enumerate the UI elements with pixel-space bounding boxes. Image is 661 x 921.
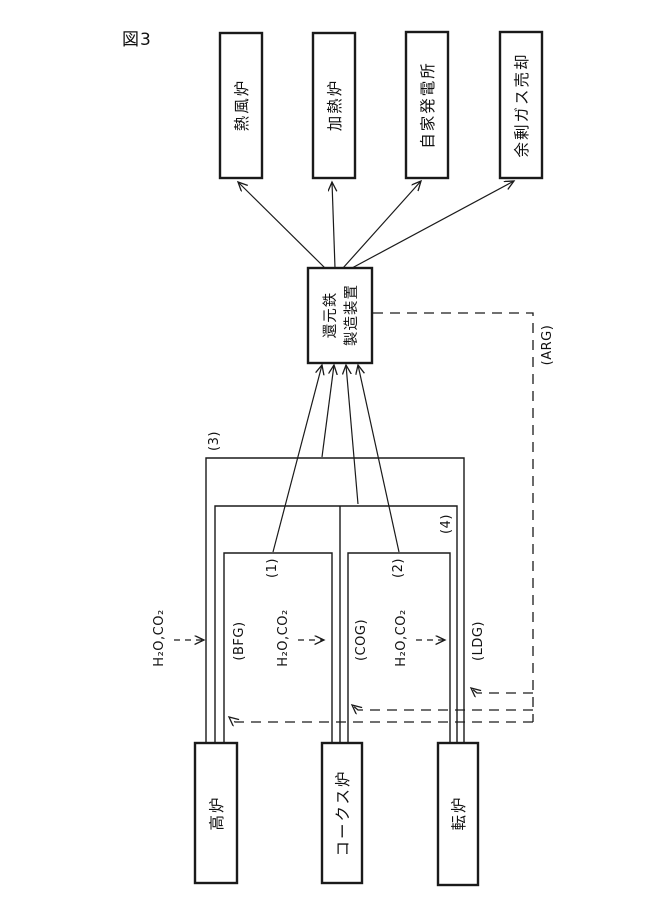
arrow-to-gas-sale [351,181,514,269]
arg-label: (ARG) [540,325,555,366]
reduced-iron-device-box [306,266,374,365]
arg-branch-blast-furnace [229,717,533,722]
captive-power-plant-label: 自家発電所 [419,61,437,149]
blast-furnace-label: 高炉 [208,795,226,830]
converter-box [436,741,480,887]
arg-recycle-line [229,312,534,722]
arg-branch-coke-oven [352,705,533,710]
arg-branch-converter [471,688,533,693]
device-output-arrows [238,181,514,269]
gas-line-1 [223,552,333,743]
arrow-line2-to-device [358,365,400,553]
line4-number-label: (4) [439,514,454,534]
device-input-arrows [272,365,400,553]
arrow-to-hot-blast-stove [238,182,326,269]
hot-blast-stove-label: 熱風炉 [233,79,251,132]
arg-main-path [373,312,534,722]
coke-oven-box [320,741,364,885]
line1-number-label: (1) [265,558,280,578]
heating-furnace-box [311,31,357,180]
line2-number-label: (2) [391,558,406,578]
bfg-label: (BFG) [232,621,247,660]
heating-furnace-label: 加熱炉 [326,79,344,132]
cog-label: (COG) [354,619,369,661]
surplus-gas-sale-label: 余剰ガス売却 [512,52,531,157]
line3-number-label: (3) [207,431,222,451]
arrow-line1-to-device [272,365,322,553]
h2o-co2-label-1: H₂O,CO₂ [152,609,167,666]
ldg-label: (LDG) [471,621,486,661]
blast-furnace-box [193,741,239,885]
gas-line-4 [214,505,458,743]
gas-line-2 [347,552,451,743]
arrow-to-power-plant [342,181,421,269]
reduced-iron-device-label: 還元鉄 製造装置 [322,284,360,346]
gas-header-lines [205,457,465,743]
arrow-line4-to-device [346,365,359,505]
device-label-line2: 製造装置 [343,284,360,346]
h2o-co2-label-2: H₂O,CO₂ [276,609,291,666]
captive-power-plant-box [404,30,450,180]
figure-number: 図3 [122,30,152,50]
boxes [193,30,544,887]
device-label-line1: 還元鉄 [322,292,339,339]
arrow-to-heating-furnace [332,182,335,269]
h2o-co2-label-3: H₂O,CO₂ [394,609,409,666]
coke-oven-label: コークス炉 [334,769,352,856]
converter-label: 転炉 [450,795,468,830]
gas-line-3 [205,457,465,743]
arrow-line3-to-device [321,365,334,458]
hot-blast-stove-box [218,31,264,180]
surplus-gas-sale-box [498,30,544,180]
